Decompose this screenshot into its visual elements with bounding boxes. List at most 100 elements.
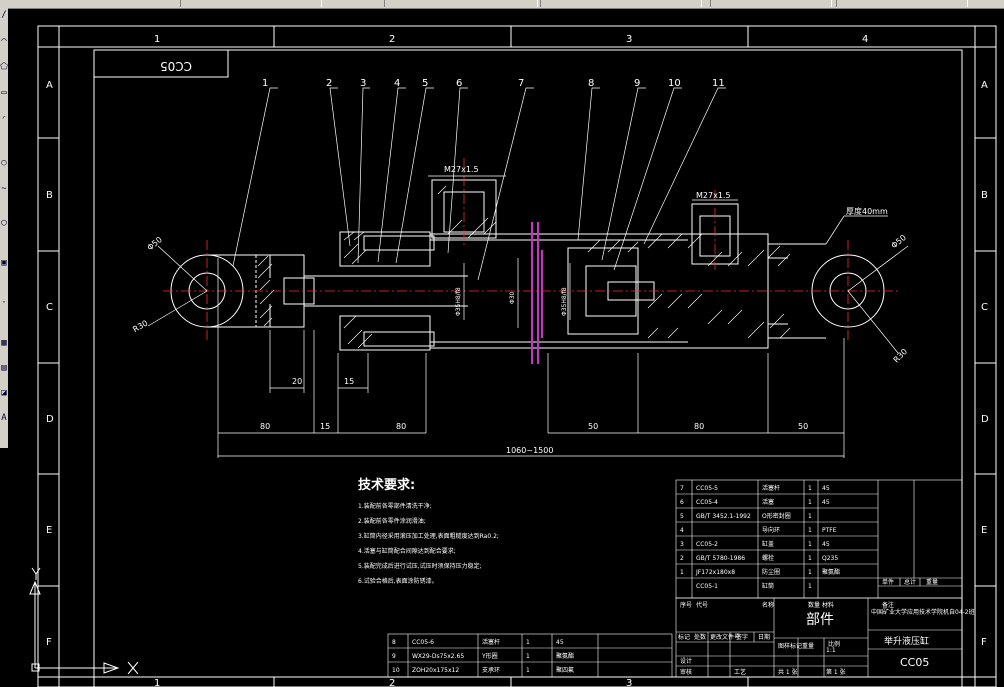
lower-bom-cell: 1 xyxy=(526,667,530,674)
tech-line: 5.装配完成后进行试压,试压时须保持压力稳定; xyxy=(358,562,482,570)
dim-80b: 80 xyxy=(396,422,406,431)
lower-bom-cell: 聚氨酯 xyxy=(556,652,574,660)
lower-bom-cell: 45 xyxy=(556,639,564,646)
rect-tool-icon[interactable]: ▭ xyxy=(1,88,7,98)
toolbar-segment[interactable] xyxy=(836,0,968,7)
arc2-tool-icon[interactable]: ◜ xyxy=(1,114,7,124)
ucs-icon xyxy=(29,567,139,675)
toolbar-segment[interactable] xyxy=(384,0,538,7)
tb-label: 重量 xyxy=(802,642,814,650)
dim-thread-left: M27x1.5 xyxy=(444,165,479,174)
bom-cell: 螺栓 xyxy=(762,554,774,562)
bom-cell: 2 xyxy=(680,555,684,562)
row-label: A xyxy=(46,80,53,91)
bom-cell: 1 xyxy=(808,485,812,492)
col-label: 1 xyxy=(154,34,160,45)
lower-bom-cell: Y形圈 xyxy=(481,652,498,660)
bom-cell: 45 xyxy=(822,541,830,548)
dim-r30-left: R30 xyxy=(131,319,149,335)
arc-tool-icon[interactable]: ⌒ xyxy=(1,36,7,46)
insert-block-icon[interactable]: ▣ xyxy=(1,258,7,268)
bom-cell: O形密封圈 xyxy=(762,512,791,520)
bom-cell: CC05-4 xyxy=(696,499,718,506)
dim-thread-right: M27x1.5 xyxy=(696,191,731,200)
col-label: 2 xyxy=(389,678,395,687)
col-label: 2 xyxy=(389,34,395,45)
row-label: D xyxy=(46,414,54,425)
bom-cell: 45 xyxy=(822,485,830,492)
tech-line: 3.缸筒内径采用滚压加工处理,表面粗糙度达到Ra0.2; xyxy=(358,532,499,540)
drawing-canvas[interactable]: 1 2 3 4 1 2 3 A B C D E F A B C D E F CC… xyxy=(8,8,1004,687)
balloon: 8 xyxy=(588,78,594,89)
balloon: 3 xyxy=(360,78,366,89)
bom-header-cell: 名称 xyxy=(762,601,774,609)
region-tool-icon[interactable]: ◪ xyxy=(1,388,7,398)
tech-title: 技术要求: xyxy=(358,477,415,493)
title-block xyxy=(675,597,963,678)
sheets: 共 1 张 xyxy=(778,668,798,676)
dim-80a: 80 xyxy=(260,422,270,431)
bom-cell: GB/T 3452.1-1992 xyxy=(696,513,751,520)
col-label: 1 xyxy=(154,678,160,687)
bom-cell: 1 xyxy=(808,583,812,590)
dim-total: 1060~1500 xyxy=(506,446,553,455)
centerlines xyxy=(163,158,898,342)
dimension-text: M27x1.5 M27x1.5 厚度40mm Φ50 R30 Φ50 R30 2… xyxy=(131,165,909,455)
text-tool-icon[interactable]: A xyxy=(1,413,7,423)
column-labels: 1 2 3 4 1 2 3 xyxy=(154,34,868,687)
toolbar-segment[interactable] xyxy=(180,0,322,7)
bom-cell: 6 xyxy=(680,499,684,506)
bom-header-cell: 序号 xyxy=(680,601,692,609)
toolbar-segment[interactable] xyxy=(540,0,702,7)
bom-cell: CC05-2 xyxy=(696,541,718,548)
technical-requirements: 技术要求: 1.装配前各零部件清洗干净; 2.装配前各零件涂润滑油; 3.缸筒内… xyxy=(358,477,499,585)
tb-label: 图样标记 xyxy=(778,642,802,650)
tech-line: 6.试验合格后,表面涂防锈漆。 xyxy=(358,577,438,585)
balloon: 1 xyxy=(262,78,268,89)
bom-cell: 活塞 xyxy=(762,498,774,506)
ellipse-tool-icon[interactable]: ◯ xyxy=(1,218,7,228)
lower-bom-cell: 活塞杆 xyxy=(482,638,500,646)
point-tool-icon[interactable]: · xyxy=(1,298,7,308)
balloon: 2 xyxy=(326,78,332,89)
tech-line: 4.活塞与缸筒配合间隙达到配合要求; xyxy=(358,547,456,555)
bom-cell: CC05-5 xyxy=(696,485,718,492)
dim-bore3: Φ35H8/f8 xyxy=(561,287,568,316)
bom-cell: 3 xyxy=(680,541,684,548)
spline-tool-icon[interactable]: ~ xyxy=(1,184,7,194)
bom-cell: 缸筒 xyxy=(762,582,774,590)
row-label: C xyxy=(46,302,53,313)
sheet-of: 第 1 张 xyxy=(826,668,846,676)
toolbar-segment[interactable] xyxy=(710,0,832,7)
tb-label: 标记 xyxy=(678,633,690,641)
bom-cell: 4 xyxy=(680,527,684,534)
cylinder-assembly[interactable] xyxy=(170,179,885,351)
balloon: 6 xyxy=(456,78,462,89)
row-label: E xyxy=(981,525,987,536)
title-block-text: 部件 中国矿业大学应用技术学院机自04-2班 举升液压缸 CC05 1:1 第 … xyxy=(678,608,975,676)
dim-phi50-left: Φ50 xyxy=(145,235,163,252)
corner-code: CC05 xyxy=(160,59,192,73)
gradient-tool-icon[interactable]: ▤ xyxy=(1,363,7,373)
line-tool-icon[interactable]: / xyxy=(1,10,7,20)
row-label: F xyxy=(46,637,52,648)
lower-bom-cell: 9 xyxy=(392,653,396,660)
balloon: 4 xyxy=(394,78,400,89)
dim-r30-right: R30 xyxy=(892,347,910,365)
row-label: A xyxy=(981,80,988,91)
circle-tool-icon[interactable]: ○ xyxy=(1,158,7,168)
polygon-tool-icon[interactable]: ⬠ xyxy=(0,62,8,72)
lower-bom-cell: 支承环 xyxy=(482,666,500,674)
lower-bom-cell: 聚四氟 xyxy=(556,666,574,674)
hatch-tool-icon[interactable]: ▦ xyxy=(1,338,7,348)
dim-15b: 15 xyxy=(320,422,330,431)
tb-label: 更改文件号 xyxy=(710,633,740,641)
school-name: 中国矿业大学应用技术学院机自04-2班 xyxy=(871,608,975,616)
lower-bom-cell: ZOH20x175x12 xyxy=(412,667,459,674)
bom-cell: 1 xyxy=(680,569,684,576)
balloon: 5 xyxy=(422,78,428,89)
bom-cell: 7 xyxy=(680,485,684,492)
dim-thickness: 厚度40mm xyxy=(846,206,888,216)
